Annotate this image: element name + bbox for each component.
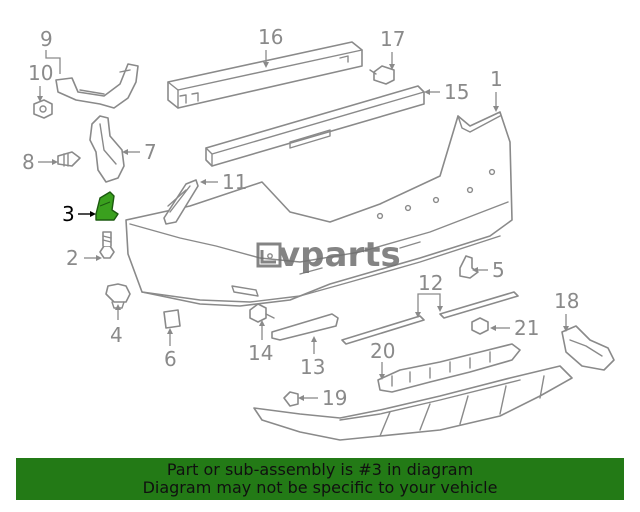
part-13-garnish	[271, 313, 339, 341]
callout-14: 14	[248, 341, 273, 365]
callout-1: 1	[490, 67, 503, 91]
part-16-reinforcement	[167, 41, 363, 109]
callout-3: 3	[62, 202, 75, 226]
part-20-bracket	[377, 343, 521, 393]
part-18-rear-garnish	[561, 325, 615, 371]
callout-11: 11	[222, 170, 247, 194]
part-5-clip	[459, 255, 479, 279]
callout-20: 20	[370, 339, 395, 363]
callout-17: 17	[380, 27, 405, 51]
callout-8: 8	[22, 150, 35, 174]
callout-15: 15	[444, 80, 469, 104]
callout-16: 16	[258, 25, 283, 49]
info-banner: Part or sub-assembly is #3 in diagram Di…	[16, 458, 624, 500]
callout-12: 12	[418, 271, 443, 295]
part-7-bracket	[89, 115, 125, 183]
part-6-pad	[163, 309, 181, 329]
leader-lines	[37, 50, 569, 401]
part-11-reflector	[163, 179, 199, 225]
lower-diffuser	[253, 365, 573, 441]
part-19-clip	[283, 391, 299, 407]
watermark-logo: vparts	[256, 235, 401, 275]
part-12-garnish	[341, 291, 519, 345]
callout-13: 13	[300, 355, 325, 379]
callout-2: 2	[66, 246, 79, 270]
banner-line-2: Diagram may not be specific to your vehi…	[142, 478, 498, 497]
callout-numbers: 9 10 16 17 15 1 7 8 11 3 2 4 6 5 12 13 1…	[22, 25, 579, 410]
callout-9: 9	[40, 27, 53, 51]
callout-18: 18	[554, 289, 579, 313]
part-21-bolt	[471, 317, 489, 335]
part-17-bolt	[369, 65, 395, 85]
callout-7: 7	[144, 140, 157, 164]
watermark-text: vparts	[278, 235, 401, 275]
callout-19: 19	[322, 386, 347, 410]
part-3-retainer-highlighted	[95, 191, 119, 221]
callout-4: 4	[110, 323, 123, 347]
callout-10: 10	[28, 61, 53, 85]
part-10-bolt	[33, 99, 53, 119]
part-14-bolt	[249, 303, 275, 323]
callout-5: 5	[492, 258, 505, 282]
callout-21: 21	[514, 316, 539, 340]
part-9-bracket	[55, 63, 139, 109]
part-15-absorber	[205, 85, 425, 167]
part-8-clip	[57, 151, 81, 167]
callout-6: 6	[164, 347, 177, 371]
parts-diagram: 9 10 16 17 15 1 7 8 11 3 2 4 6 5 12 13 1…	[22, 25, 615, 441]
banner-line-1: Part or sub-assembly is #3 in diagram	[166, 460, 474, 479]
part-2-screw	[99, 231, 115, 259]
